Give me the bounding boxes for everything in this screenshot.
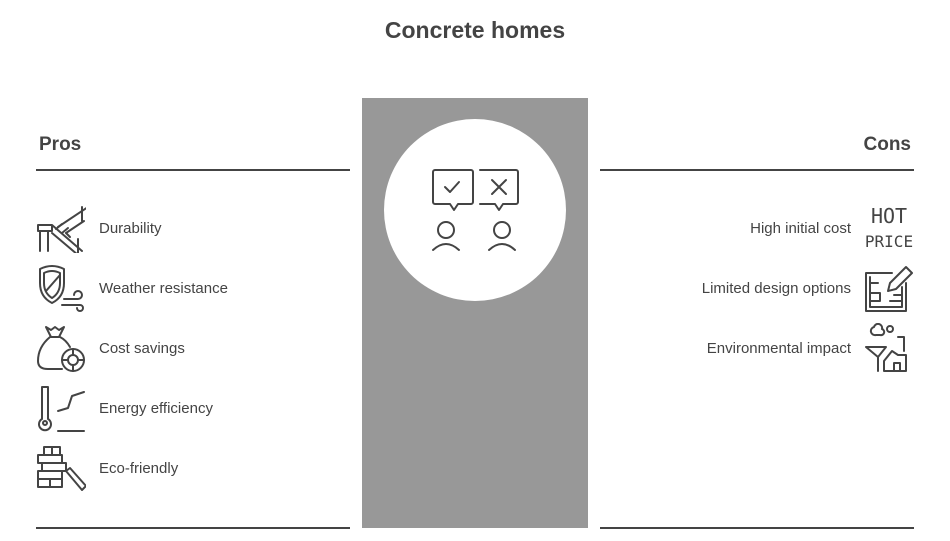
pros-heading: Pros [39,134,82,155]
cons-item-high-initial-cost: High initial cost HOT PRICE [750,203,914,253]
center-circle [384,119,566,301]
pros-item-durability: Durability [36,203,162,253]
cons-heading: Cons [863,134,912,155]
pros-item-eco-friendly: Eco-friendly [36,443,178,493]
thermometer-icon [38,386,85,432]
svg-text:HOT: HOT [871,204,907,228]
pros-item-energy-efficiency: Energy efficiency [36,383,213,433]
pros-cons-discussion-icon [432,169,519,251]
railing-icon [37,206,86,253]
cons-bottom-divider [600,527,914,529]
hot-price-icon: HOT PRICE [865,204,913,251]
cons-item-environmental-impact: Environmental impact [707,323,914,373]
pros-item-label: Cost savings [99,339,185,357]
cons-top-divider [600,169,914,171]
bricks-icon [37,446,86,491]
svg-text:PRICE: PRICE [865,232,913,251]
factory-pollution-icon [865,323,907,372]
pros-item-cost-savings: Cost savings [36,323,185,373]
cons-item-label: High initial cost [750,219,851,237]
money-bag-icon [37,326,85,372]
cons-item-limited-design-options: Limited design options [702,263,914,313]
blueprint-pencil-icon [865,266,913,312]
pros-item-label: Durability [99,219,162,237]
pros-item-label: Weather resistance [99,279,228,297]
pros-bottom-divider [36,527,350,529]
cons-item-label: Limited design options [701,279,851,297]
pros-item-weather-resistance: Weather resistance [36,263,228,313]
pros-item-label: Energy efficiency [99,399,213,417]
cons-item-label: Environmental impact [706,339,851,357]
pros-top-divider [36,169,350,171]
page-title: Concrete homes [384,17,566,43]
pros-item-label: Eco-friendly [99,459,179,477]
shield-wind-icon [39,265,84,312]
